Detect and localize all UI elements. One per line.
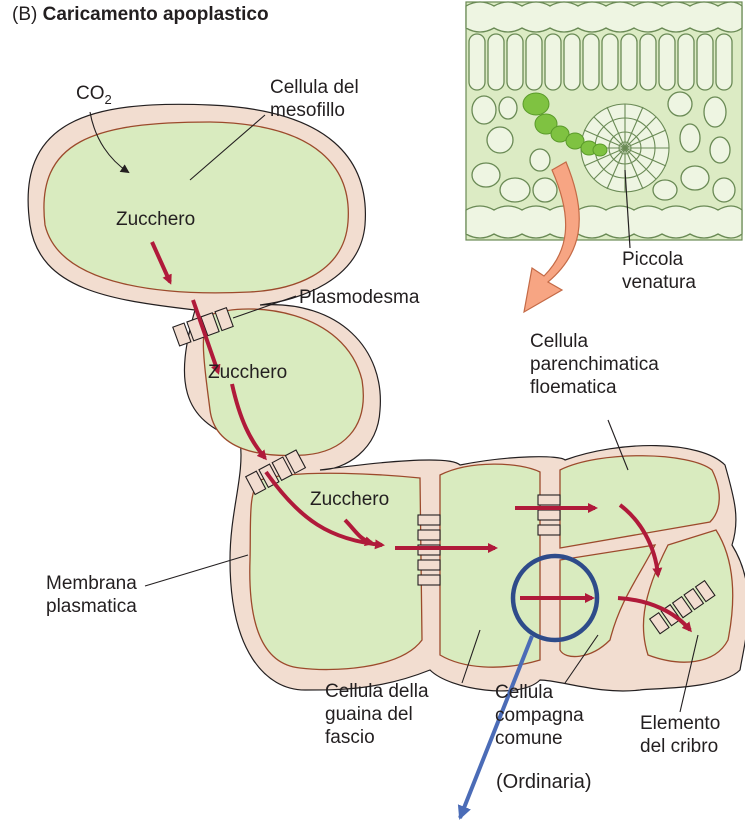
small-vein-line-1: Piccola — [622, 248, 696, 271]
co2-text: CO — [76, 83, 105, 104]
membrane-line-2: plasmatica — [46, 595, 137, 618]
membrane-line-1: Membrana — [46, 572, 137, 595]
upper-epidermis — [466, 2, 742, 32]
mesophyll-cell-1 — [44, 122, 348, 293]
sugar-label-1: Zucchero — [116, 208, 195, 231]
leaf-cross-section-inset — [466, 2, 742, 248]
sugar-label-3: Zucchero — [310, 488, 389, 511]
lower-epidermis — [466, 206, 742, 238]
mesophyll-line-2: mesofillo — [270, 99, 359, 122]
companion-line-1: Cellula — [495, 681, 584, 704]
bundle-sheath-line-3: fascio — [325, 726, 429, 749]
small-vein-label: Piccola venatura — [622, 248, 696, 294]
sieve-line-1: Elemento — [640, 712, 720, 735]
co2-label: CO2 — [76, 82, 112, 111]
bundle-sheath-line-1: Cellula della — [325, 680, 429, 703]
parenchyma-line-2: parenchimatica — [530, 353, 659, 376]
parenchyma-line-3: floematica — [530, 376, 659, 399]
ordinary-note: (Ordinaria) — [496, 771, 592, 794]
companion-cell-label: Cellula compagna comune — [495, 681, 584, 750]
companion-line-3: comune — [495, 727, 584, 750]
co2-subscript: 2 — [105, 92, 112, 107]
companion-line-2: compagna — [495, 704, 584, 727]
phloem-parenchyma-label: Cellula parenchimatica floematica — [530, 330, 659, 399]
plasmodesma-group-4 — [538, 495, 560, 535]
sieve-line-2: del cribro — [640, 735, 720, 758]
sieve-element-label: Elemento del cribro — [640, 712, 720, 758]
parenchyma-line-1: Cellula — [530, 330, 659, 353]
mesophyll-line-1: Cellula del — [270, 76, 359, 99]
small-vein-line-2: venatura — [622, 271, 696, 294]
mesophyll-cell-label: Cellula del mesofillo — [270, 76, 359, 122]
bundle-sheath-label: Cellula della guaina del fascio — [325, 680, 429, 749]
plasma-membrane-label: Membrana plasmatica — [46, 572, 137, 618]
plasmodesma-label: Plasmodesma — [299, 286, 419, 309]
sugar-label-2: Zucchero — [208, 361, 287, 384]
bundle-sheath-line-2: guaina del — [325, 703, 429, 726]
